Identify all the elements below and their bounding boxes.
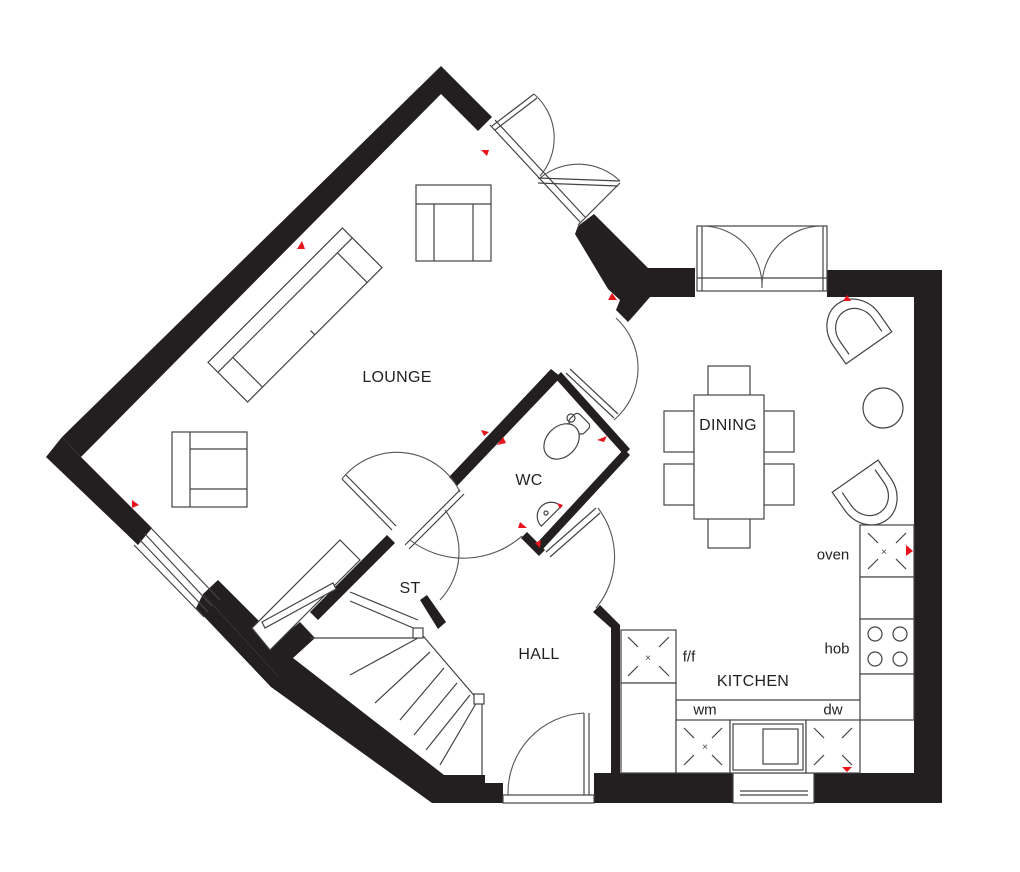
appliance-label-hob: hob [824,640,850,658]
wall-hall-kitchen [593,605,620,775]
staircase [310,591,485,775]
wall-dining-north [827,270,942,803]
power-markers [132,150,913,772]
appliance-label-washing-machine: wm [693,701,717,719]
wall-lounge-northwest [62,66,492,457]
svg-text:×: × [881,547,887,558]
room-label-wc: WC [515,472,543,489]
wall-south-kitchen [814,773,942,803]
wall-storage [420,595,446,629]
wall-lounge-internal [310,535,395,620]
walls [46,66,942,803]
wall-wc-northwest [449,369,561,486]
wall-lounge-southwest-upper [46,437,152,545]
appliance-label-fridge-freezer: f/f [682,648,696,666]
doors-windows [133,93,828,804]
wall-wc-south [521,532,545,556]
furniture: × × × [171,184,915,774]
wall-corner-southwest [196,594,289,688]
room-label-lounge: LOUNGE [362,369,432,386]
wall-south-hall [594,773,733,803]
appliance-label-dishwasher: dw [823,701,843,719]
wall-lounge-northeast [575,214,695,322]
wall-stair-outer [271,658,503,803]
appliance-label-oven: oven [816,546,850,564]
room-label-hall: HALL [518,646,560,663]
wall-wc-northeast [555,372,630,455]
wall-wc-southeast [537,449,630,549]
svg-text:×: × [702,742,708,753]
svg-text:×: × [645,653,651,664]
room-label-st: ST [399,580,421,597]
room-label-kitchen: KITCHEN [716,673,790,690]
room-label-dining: DINING [699,417,757,434]
